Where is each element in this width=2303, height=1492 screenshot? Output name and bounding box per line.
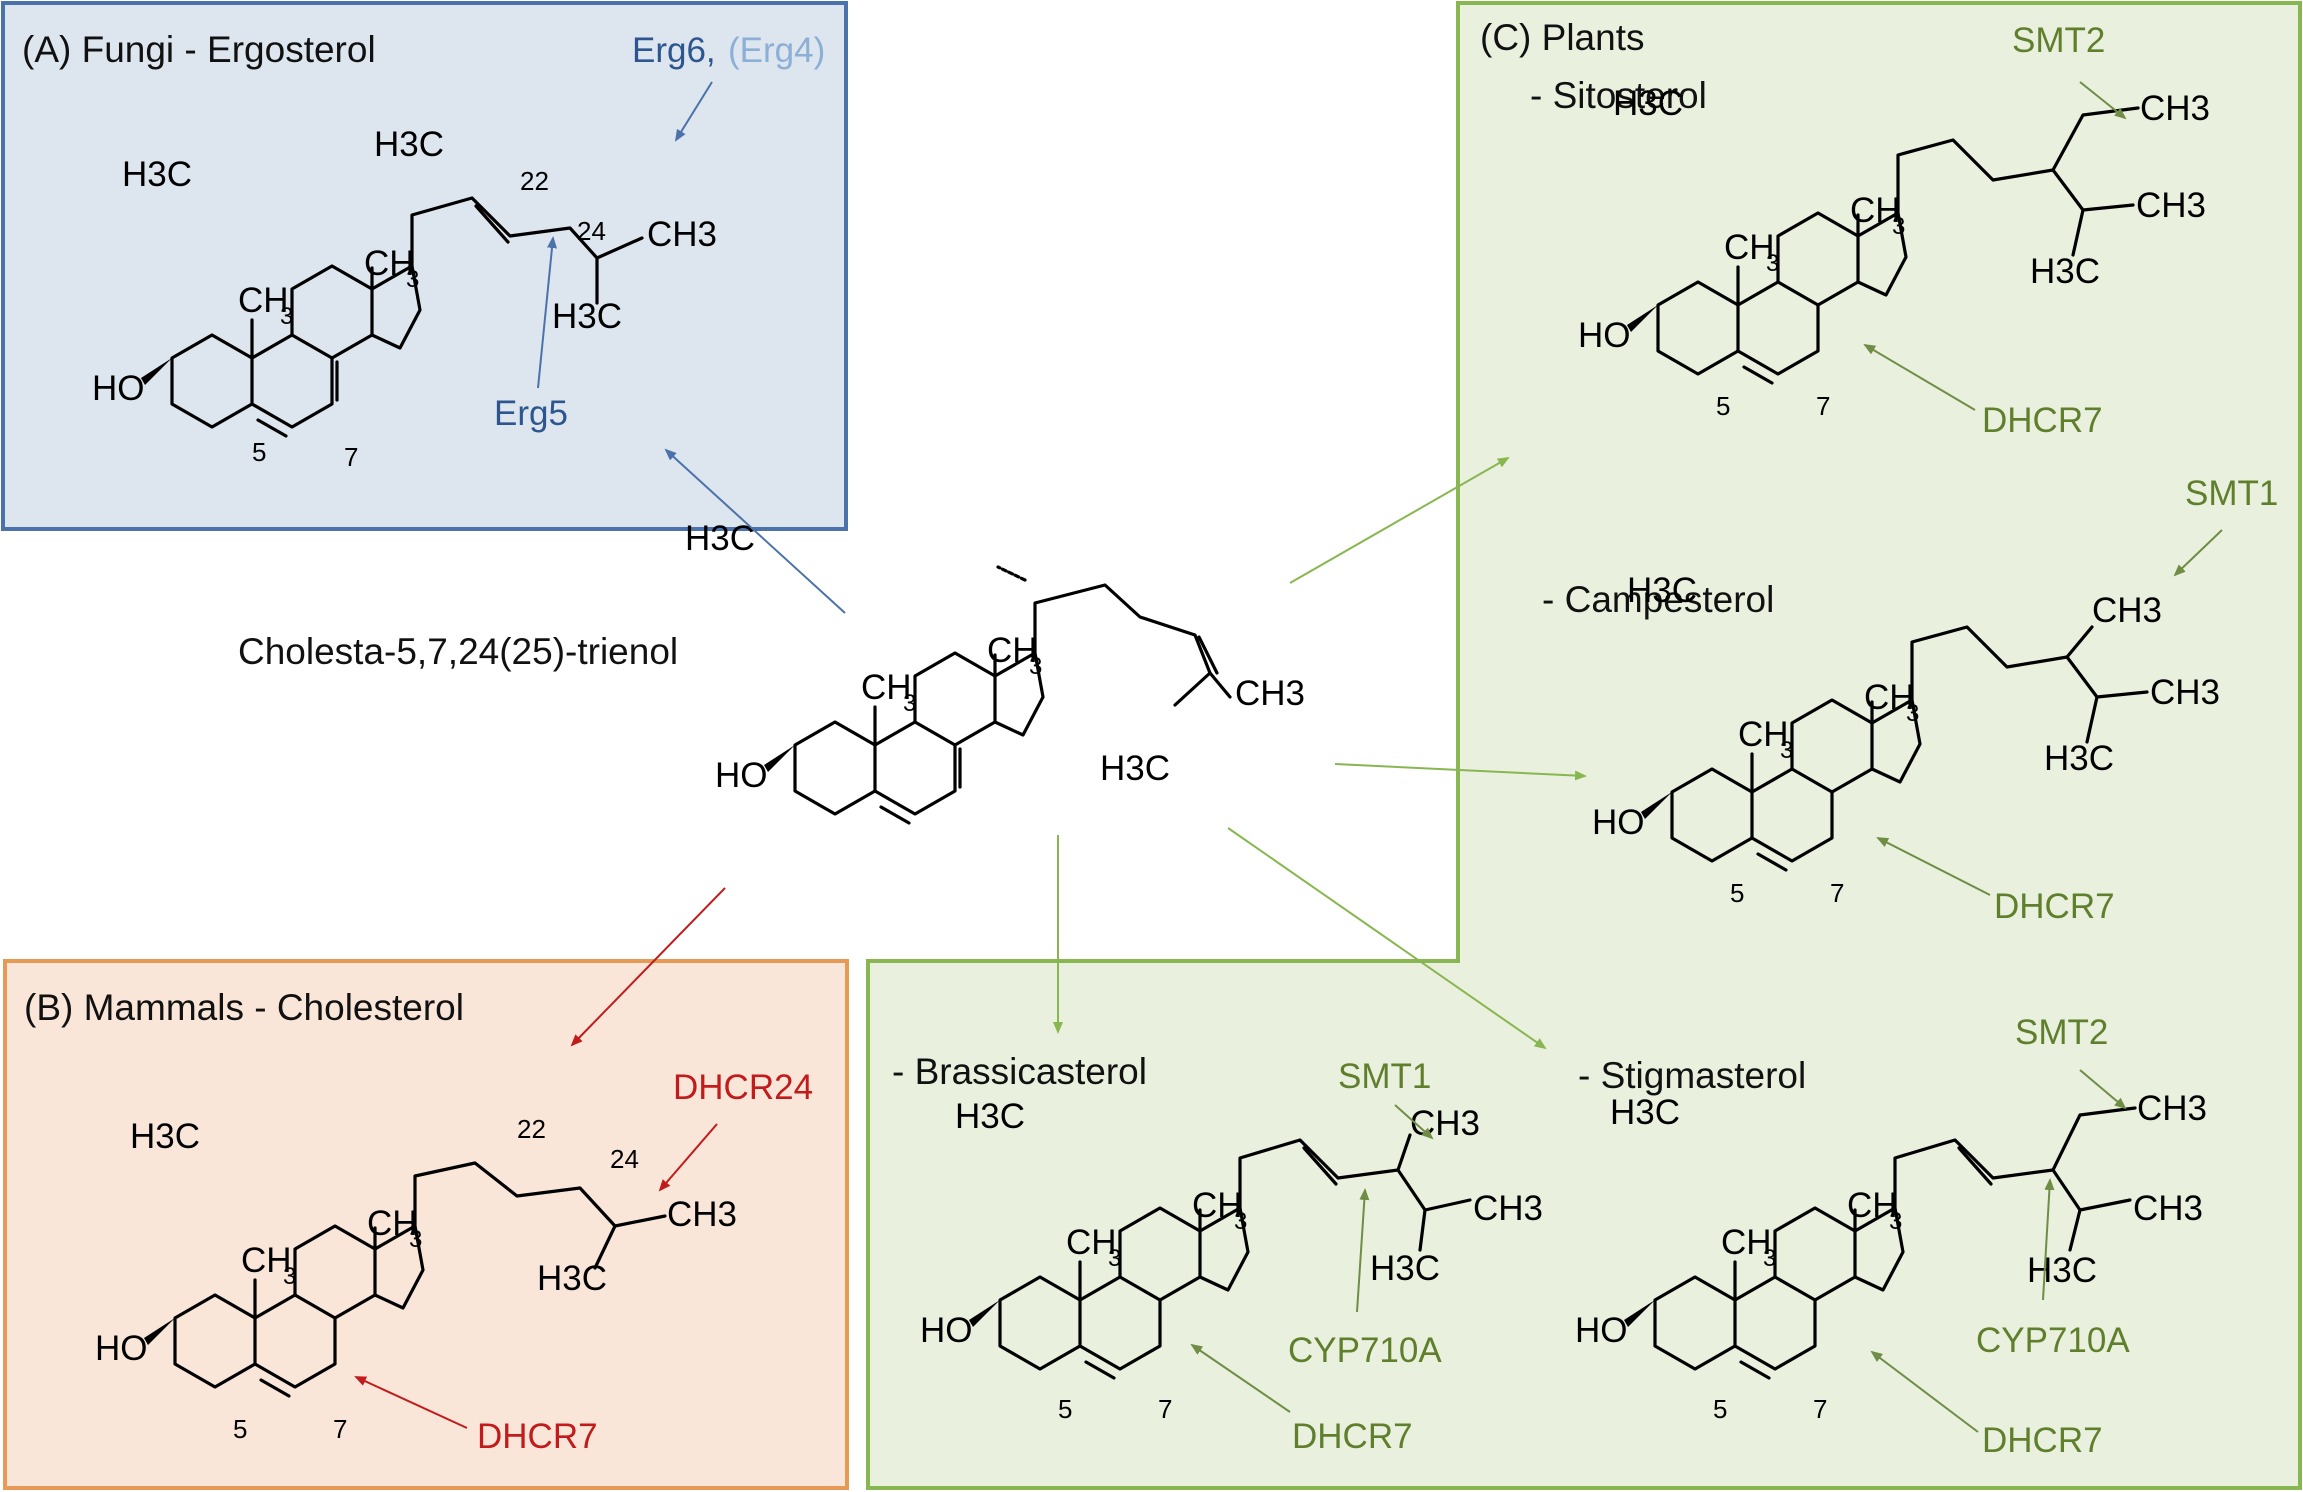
svg-text:5: 5 [1058,1394,1072,1424]
center-molecule: H3C CH3 H3C [685,519,1305,825]
enzyme-cyp710a-stigmasterol: CYP710A [1976,1321,2130,1360]
svg-text:CH3: CH3 [1410,1104,1480,1143]
svg-text:H3C: H3C [2044,739,2114,778]
svg-text:H3C: H3C [2030,252,2100,291]
svg-text:H3C: H3C [955,1097,1025,1136]
enzyme-dhcr7-sitosterol: DHCR7 [1982,401,2103,440]
arrow-to-mammals [570,887,726,1047]
svg-text:CH3: CH3 [2092,591,2162,630]
enzyme-dhcr7-brassicasterol: DHCR7 [1292,1417,1413,1456]
enzyme-dhcr7-campesterol: DHCR7 [1994,887,2115,926]
svg-text:CH3: CH3 [2136,186,2206,225]
enzyme-erg6: Erg6, [632,31,716,70]
enzyme-pointer-arrows [354,81,2223,1433]
svg-text:7: 7 [1830,878,1844,908]
svg-text:CH3: CH3 [667,1195,737,1234]
svg-text:7: 7 [1816,391,1830,421]
enzyme-cyp710a-brassicasterol: CYP710A [1288,1331,1442,1370]
svg-text:7: 7 [344,442,358,472]
svg-text:5: 5 [233,1414,247,1444]
svg-text:22: 22 [517,1114,546,1144]
stigmasterol-molecule: H3C CH3 CH3 H3C 5 7 [1575,1089,2207,1424]
enzyme-smt2-stigmasterol: SMT2 [2015,1013,2108,1052]
svg-text:7: 7 [333,1414,347,1444]
mammals-panel-title: (B) Mammals - Cholesterol [24,987,464,1028]
brassicasterol-molecule: H3C CH3 CH3 H3C 5 7 [920,1097,1543,1424]
svg-text:H3C: H3C [374,125,444,164]
svg-text:24: 24 [610,1144,639,1174]
svg-text:H3C: H3C [552,297,622,336]
campesterol-molecule: H3C CH3 CH3 H3C 5 7 [1592,571,2220,908]
arrow-to-stigmasterol [1227,827,1547,1050]
svg-text:5: 5 [1713,1394,1727,1424]
enzyme-dhcr24: DHCR24 [673,1068,813,1107]
svg-text:H3C: H3C [1370,1249,1440,1288]
svg-text:CH3: CH3 [1473,1189,1543,1228]
svg-text:H3C: H3C [537,1259,607,1298]
arrow-to-campesterol [1334,763,1587,781]
svg-text:22: 22 [520,166,549,196]
svg-text:H3C: H3C [2027,1251,2097,1290]
svg-text:7: 7 [1158,1394,1172,1424]
svg-text:H3C: H3C [130,1117,200,1156]
svg-text:7: 7 [1813,1394,1827,1424]
fungi-panel [1,1,848,531]
pathway-arrows [570,448,1587,1050]
svg-text:CH3: CH3 [2137,1089,2207,1128]
campesterol-label: - Campesterol [1542,579,1774,620]
svg-text:CH3: CH3 [2150,673,2220,712]
stigmasterol-label: - Stigmasterol [1578,1055,1806,1096]
svg-text:5: 5 [1730,878,1744,908]
center-compound-label: Cholesta-5,7,24(25)-trienol [238,631,678,672]
svg-text:CH3: CH3 [647,215,717,254]
mammals-panel [3,959,849,1490]
brassicasterol-label: - Brassicasterol [892,1051,1147,1092]
arrow-to-fungi [664,448,846,614]
svg-text:H3C: H3C [685,519,755,558]
svg-text:H3C: H3C [122,155,192,194]
svg-text:5: 5 [252,437,266,467]
plants-panel [866,1,2302,1490]
enzyme-smt1-campesterol: SMT1 [2185,474,2278,513]
enzyme-erg5: Erg5 [494,394,568,433]
svg-text:H3C: H3C [1610,1093,1680,1132]
svg-text:CH3: CH3 [2140,89,2210,128]
svg-text:CH3: CH3 [2133,1189,2203,1228]
svg-text:H3C: H3C [1613,84,1683,123]
arrow-to-sitosterol [1289,457,1510,584]
svg-text:24: 24 [577,216,606,246]
svg-text:5: 5 [1716,391,1730,421]
fungi-panel-title: (A) Fungi - Ergosterol [22,29,376,70]
sitosterol-label: - Sitosterol [1530,75,1707,116]
enzyme-dhcr7-mammal: DHCR7 [477,1417,598,1456]
plants-panel-title: (C) Plants [1480,17,1644,58]
enzyme-smt1-brassicasterol: SMT1 [1338,1057,1431,1096]
enzyme-erg4: (Erg4) [728,31,825,70]
svg-text:H3C: H3C [1627,571,1697,610]
enzyme-smt2-sitosterol: SMT2 [2012,21,2105,60]
ergosterol-molecule: H3C H3C CH3 H3C 5 7 22 24 [92,125,717,472]
enzyme-dhcr7-stigmasterol: DHCR7 [1982,1421,2103,1460]
svg-text:H3C: H3C [1100,749,1170,788]
svg-text:CH3: CH3 [1235,674,1305,713]
sitosterol-molecule: H3C CH3 CH3 H3C 5 7 [1578,84,2210,421]
cholesterol-molecule: H3C CH3 H3C 5 7 22 24 [95,1114,737,1444]
